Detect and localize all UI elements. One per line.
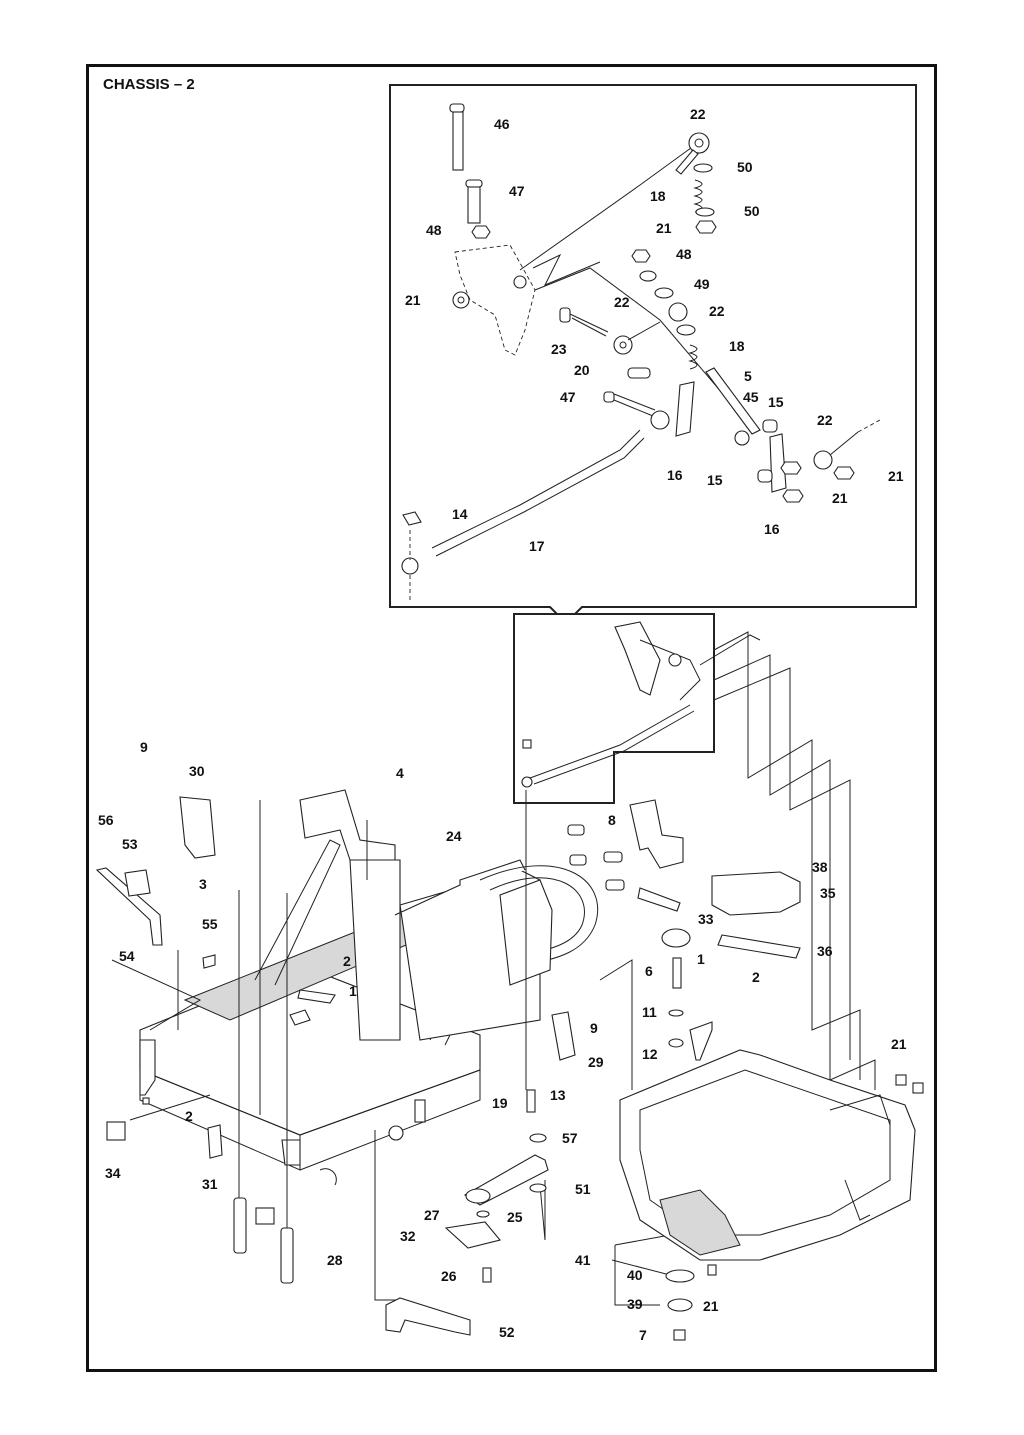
diagram-title: CHASSIS – 2 — [103, 76, 195, 93]
callout-3: 3 — [199, 876, 207, 892]
callout-22: 22 — [709, 303, 725, 319]
callout-21: 21 — [405, 292, 421, 308]
callout-29: 29 — [588, 1054, 604, 1070]
callout-14: 14 — [452, 506, 468, 522]
diagram-frame — [86, 64, 937, 1372]
callout-23: 23 — [551, 341, 567, 357]
callout-47: 47 — [560, 389, 576, 405]
callout-16: 16 — [764, 521, 780, 537]
callout-33: 33 — [698, 911, 714, 927]
callout-35: 35 — [820, 885, 836, 901]
callout-31: 31 — [202, 1176, 218, 1192]
callout-13: 13 — [550, 1087, 566, 1103]
callout-2: 2 — [185, 1108, 193, 1124]
callout-54: 54 — [119, 948, 135, 964]
callout-8: 8 — [608, 812, 616, 828]
upper-linkage-parts — [401, 103, 881, 600]
callout-6: 6 — [645, 963, 653, 979]
callout-40: 40 — [627, 1267, 643, 1283]
callout-17: 17 — [529, 538, 545, 554]
callout-49: 49 — [694, 276, 710, 292]
callout-56: 56 — [98, 812, 114, 828]
callout-21: 21 — [656, 220, 672, 236]
callout-57: 57 — [562, 1130, 578, 1146]
callout-16: 16 — [667, 467, 683, 483]
callout-55: 55 — [202, 916, 218, 932]
lower-small-parts — [95, 796, 924, 1341]
vertical-leaders — [111, 790, 671, 1306]
callout-2: 2 — [752, 969, 760, 985]
callout-21: 21 — [703, 1298, 719, 1314]
callout-21: 21 — [832, 490, 848, 506]
callout-18: 18 — [729, 338, 745, 354]
callout-19: 19 — [492, 1095, 508, 1111]
callout-9: 9 — [590, 1020, 598, 1036]
callout-53: 53 — [122, 836, 138, 852]
callout-22: 22 — [817, 412, 833, 428]
callout-25: 25 — [507, 1209, 523, 1225]
callout-38: 38 — [812, 859, 828, 875]
callout-20: 20 — [574, 362, 590, 378]
overview-mini-assembly — [521, 621, 761, 788]
callout-27: 27 — [424, 1207, 440, 1223]
callout-32: 32 — [400, 1228, 416, 1244]
callout-48: 48 — [426, 222, 442, 238]
callout-51: 51 — [575, 1181, 591, 1197]
callout-50: 50 — [744, 203, 760, 219]
callout-26: 26 — [441, 1268, 457, 1284]
callout-5: 5 — [744, 368, 752, 384]
detail-inset-box — [389, 84, 917, 615]
callout-46: 46 — [494, 116, 510, 132]
cutting-deck-frame — [619, 1049, 916, 1261]
leader-lines — [599, 631, 876, 1090]
callout-28: 28 — [327, 1252, 343, 1268]
callout-21: 21 — [891, 1036, 907, 1052]
callout-50: 50 — [737, 159, 753, 175]
callout-41: 41 — [575, 1252, 591, 1268]
callout-11: 11 — [642, 1004, 657, 1020]
callout-15: 15 — [707, 472, 723, 488]
callout-39: 39 — [627, 1296, 643, 1312]
callout-9: 9 — [140, 739, 148, 755]
callout-45: 45 — [743, 389, 759, 405]
callout-48: 48 — [676, 246, 692, 262]
callout-15: 15 — [768, 394, 784, 410]
callout-36: 36 — [817, 943, 833, 959]
callout-18: 18 — [650, 188, 666, 204]
callout-7: 7 — [639, 1327, 647, 1343]
callout-2: 2 — [343, 953, 351, 969]
callout-21: 21 — [888, 468, 904, 484]
callout-1: 1 — [697, 951, 705, 967]
overview-inset-box — [513, 613, 715, 804]
callout-1: 1 — [349, 983, 357, 999]
callout-34: 34 — [105, 1165, 121, 1181]
callout-47: 47 — [509, 183, 525, 199]
callout-52: 52 — [499, 1324, 515, 1340]
callout-12: 12 — [642, 1046, 658, 1062]
callout-30: 30 — [189, 763, 205, 779]
callout-22: 22 — [614, 294, 630, 310]
callout-22: 22 — [690, 106, 706, 122]
callout-4: 4 — [396, 765, 404, 781]
chassis-frame — [139, 789, 599, 1186]
callout-24: 24 — [446, 828, 462, 844]
